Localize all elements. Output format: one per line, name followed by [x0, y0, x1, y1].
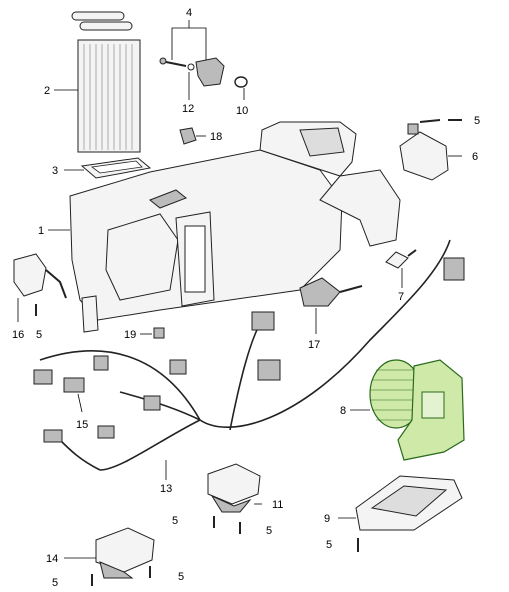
callout-15: 15 [76, 419, 88, 431]
screw-and-clip-set [159, 57, 248, 145]
callout-10: 10 [236, 105, 248, 117]
switch-16 [13, 253, 67, 299]
blower-motor-highlighted [369, 359, 465, 461]
callout-2: 2 [44, 85, 50, 97]
callout-14: 14 [46, 553, 58, 565]
callout-13: 13 [160, 483, 172, 495]
heater-core [71, 11, 141, 153]
callout-labels: 1 2 3 4 5 5 5 5 5 5 5 6 7 8 9 10 11 12 1… [12, 7, 480, 589]
temperature-sensor [385, 249, 417, 269]
callout-16: 16 [12, 329, 24, 341]
leader-lines [17, 20, 462, 559]
callout-4: 4 [186, 7, 192, 19]
callout-17: 17 [308, 339, 320, 351]
callout-7: 7 [398, 291, 404, 303]
callout-5-d: 5 [266, 525, 272, 537]
air-guide-duct [355, 475, 463, 531]
resistor-block [299, 277, 363, 307]
callout-5-c: 5 [172, 515, 178, 527]
callout-8: 8 [340, 405, 346, 417]
callout-11: 11 [272, 499, 283, 511]
air-distribution-housing [69, 121, 401, 333]
callout-5-a: 5 [474, 115, 480, 127]
seal-gasket [80, 157, 152, 179]
callout-5-g: 5 [178, 571, 184, 583]
callout-6: 6 [472, 151, 478, 163]
callout-5-f: 5 [52, 577, 58, 589]
screws [35, 119, 462, 586]
callout-5-e: 5 [326, 539, 332, 551]
servo-motor-6 [399, 119, 449, 181]
callout-9: 9 [324, 513, 330, 525]
control-unit-14 [95, 527, 155, 579]
callout-5-b: 5 [36, 329, 42, 341]
callout-18: 18 [210, 131, 222, 143]
control-unit-11 [207, 463, 261, 513]
callout-1: 1 [38, 225, 44, 237]
callout-19: 19 [124, 329, 136, 341]
callout-3: 3 [52, 165, 58, 177]
callout-12: 12 [182, 103, 194, 115]
wiring-harness [33, 239, 465, 471]
